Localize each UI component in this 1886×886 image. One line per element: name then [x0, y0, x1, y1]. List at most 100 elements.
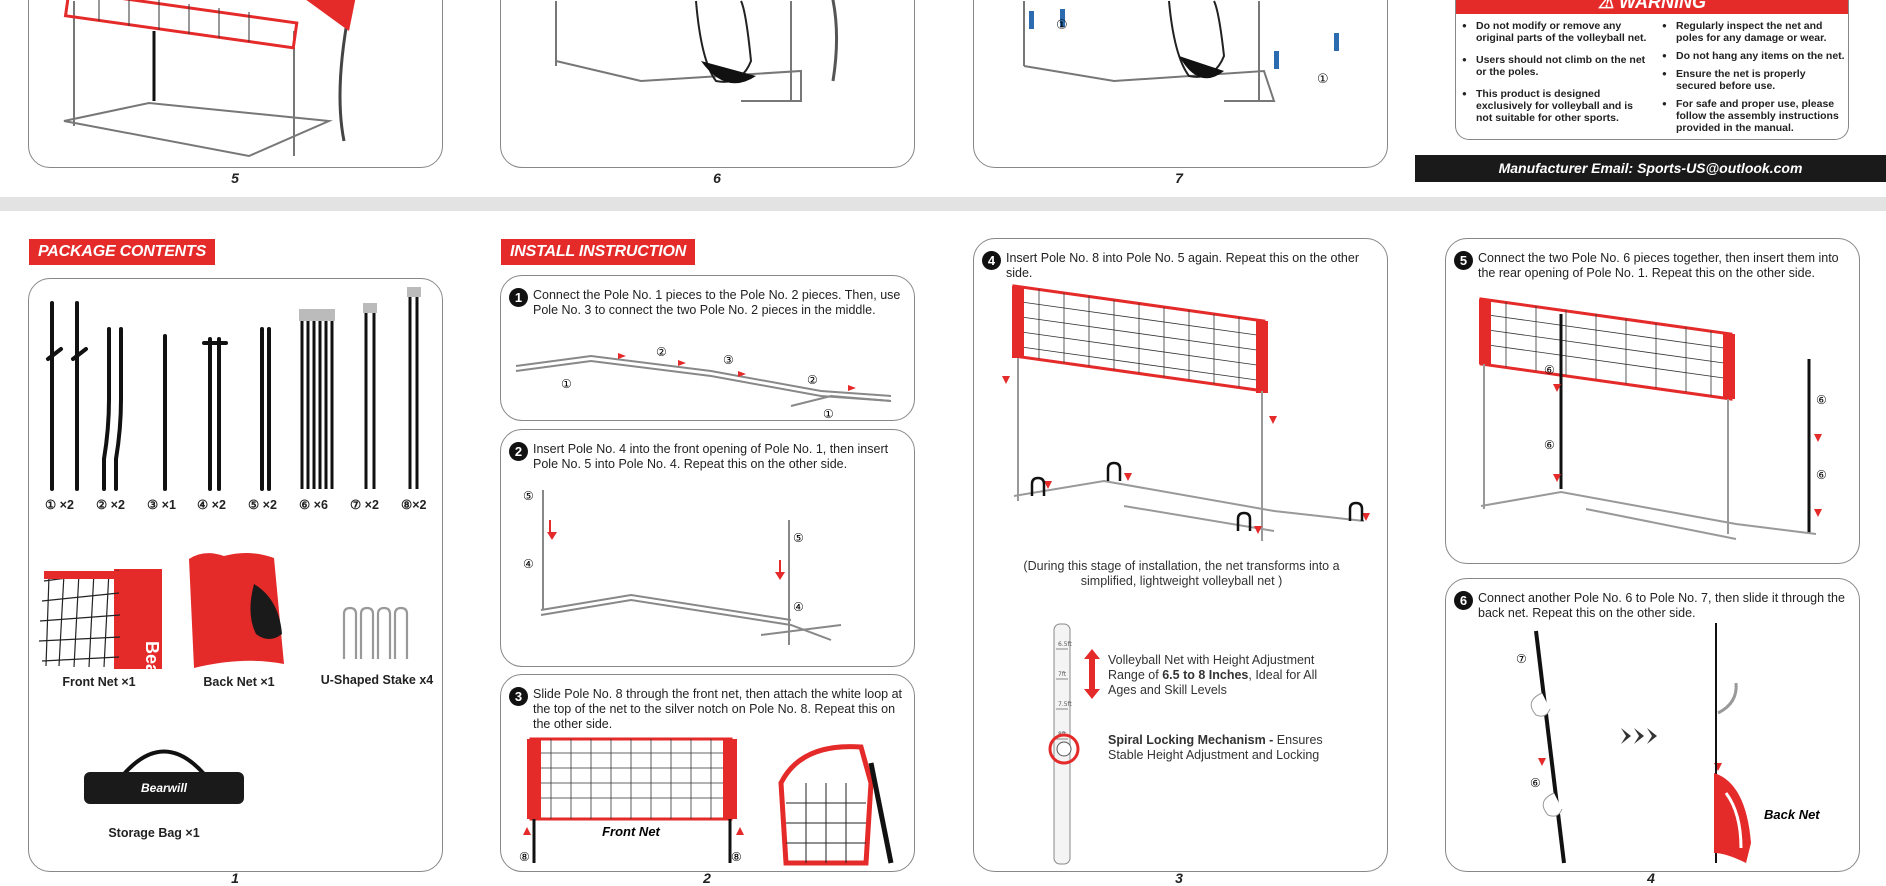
ruler-tick: 7.5ft: [1058, 701, 1073, 708]
step-number-badge: 6: [1454, 591, 1473, 610]
pole-label: ③ ×1: [147, 498, 176, 512]
pole-labels: ① ×2 ② ×2 ③ ×1 ④ ×2 ⑤ ×2 ⑥ ×6 ⑦ ×2 ⑧×2: [43, 497, 442, 515]
warning-item: For safe and proper use, please follow t…: [1662, 98, 1846, 134]
warning-item: Users should not climb on the net or the…: [1462, 54, 1648, 78]
svg-text:Bea: Bea: [142, 641, 162, 671]
manufacturer-email: Manufacturer Email: Sports-US@outlook.co…: [1415, 155, 1886, 182]
step-text: Connect another Pole No. 6 to Pole No. 7…: [1478, 591, 1845, 620]
panel-6: [500, 0, 915, 168]
svg-text:①: ①: [1317, 72, 1329, 87]
panel-number: 3: [1175, 870, 1183, 886]
warning-item: Do not modify or remove any original par…: [1462, 20, 1648, 44]
step-1-card: 1 Connect the Pole No. 1 pieces to the P…: [500, 275, 915, 421]
step-4-note: (During this stage of installation, the …: [1023, 559, 1340, 588]
step-text: Connect the two Pole No. 6 pieces togeth…: [1478, 251, 1839, 280]
pole-label: ④ ×2: [197, 498, 226, 512]
step-4-card: 4 Insert Pole No. 8 into Pole No. 5 agai…: [973, 238, 1388, 872]
panel-number: 1: [231, 870, 239, 886]
svg-text:⑧: ⑧: [519, 850, 530, 864]
panel-number: 6: [713, 170, 721, 186]
panel-number: 5: [231, 170, 239, 186]
pole-label: ⑦ ×2: [350, 498, 379, 512]
warning-item: Do not hang any items on the net.: [1662, 50, 1846, 62]
pole-label: ② ×2: [96, 498, 125, 512]
back-net-slide-illustration: ⑦ ⑥ Back Net: [1516, 623, 1820, 864]
storage-bag-image: Bearwill: [84, 749, 244, 804]
feature-spiral-lock: Spiral Locking Mechanism - Ensures Stabl…: [1108, 733, 1343, 763]
package-contents-panel: ① ×2 ② ×2 ③ ×1 ④ ×2 ⑤ ×2 ⑥ ×6 ⑦ ×2 ⑧×2 B…: [28, 278, 443, 872]
step-3-card: 3 Slide Pole No. 8 through the front net…: [500, 674, 915, 872]
warning-list-left: Do not modify or remove any original par…: [1462, 20, 1648, 134]
feature-highlight: 6.5 to 8 Inches: [1162, 668, 1249, 682]
svg-text:⑦: ⑦: [1516, 652, 1527, 666]
package-item-label: U-Shaped Stake x4: [320, 673, 434, 687]
svg-text:⑥: ⑥: [1816, 468, 1827, 482]
step-number-badge: 2: [509, 442, 528, 461]
svg-text:⑤: ⑤: [793, 531, 804, 545]
step-text: Slide Pole No. 8 through the front net, …: [533, 687, 902, 731]
panel-7: ① ①: [973, 0, 1388, 168]
frame-base-illustration: ① ② ③ ② ①: [515, 345, 892, 421]
step-text: Insert Pole No. 8 into Pole No. 5 again.…: [1006, 251, 1359, 280]
package-contents-title: PACKAGE CONTENTS: [29, 239, 216, 265]
svg-text:②: ②: [656, 345, 667, 359]
step-6-card: 6 Connect another Pole No. 6 to Pole No.…: [1445, 578, 1860, 872]
feature-highlight: Spiral Locking Mechanism -: [1108, 733, 1274, 747]
package-item-label: Front Net ×1: [62, 675, 136, 689]
net-assembly-illustration-7: ① ①: [1023, 0, 1339, 102]
front-net-slide-illustration: ⑧ ⑧ Front Net: [519, 737, 894, 866]
svg-text:①: ①: [1056, 18, 1068, 33]
warning-list-right: Regularly inspect the net and poles for …: [1662, 20, 1846, 144]
panel-5: [28, 0, 443, 168]
ruler-tick: 7ft: [1058, 671, 1067, 678]
poles-illustration: [46, 287, 421, 491]
panel-number: 2: [703, 870, 711, 886]
svg-text:④: ④: [793, 600, 804, 614]
back-net-image: [189, 552, 284, 668]
pole-label: ⑧×2: [401, 498, 427, 512]
poles-4-5-illustration: ⑤ ④ ⑤ ④: [523, 489, 842, 645]
step-2-card: 2 Insert Pole No. 4 into the front openi…: [500, 429, 915, 667]
svg-text:②: ②: [807, 373, 818, 387]
step-text: Insert Pole No. 4 into the front opening…: [533, 442, 889, 471]
feature-text: , Ideal for All Ages and Skill Levels: [1108, 668, 1318, 697]
svg-text:⑥: ⑥: [1544, 438, 1555, 452]
net-assembly-illustration-5: [63, 0, 356, 158]
svg-text:①: ①: [561, 377, 572, 391]
step-number-badge: 4: [982, 251, 1001, 270]
warning-item: Regularly inspect the net and poles for …: [1662, 20, 1846, 44]
pole-label: ① ×2: [45, 498, 74, 512]
front-net-label: Front Net: [602, 824, 660, 839]
section-divider: [0, 197, 1886, 211]
svg-text:⑧: ⑧: [731, 850, 742, 864]
svg-text:⑥: ⑥: [1530, 776, 1541, 790]
panel-number: 7: [1175, 170, 1183, 186]
panel-number: 4: [1647, 870, 1655, 886]
pole-label: ⑥ ×6: [299, 498, 328, 512]
step-number-badge: 5: [1454, 251, 1473, 270]
net-assembly-illustration-6: [555, 0, 839, 102]
rear-poles-illustration: ⑥ ⑥ ⑥ ⑥: [1479, 297, 1827, 540]
svg-text:⑤: ⑤: [523, 489, 534, 503]
svg-text:①: ①: [823, 407, 834, 421]
ruler-tick: 6.5ft: [1058, 641, 1073, 648]
package-item-label: Storage Bag ×1: [108, 826, 200, 840]
step-number-badge: 1: [509, 288, 528, 307]
net-mounted-illustration: [1002, 284, 1370, 541]
height-ruler-illustration: 6.5ft 7ft 7.5ft 8ft: [1048, 623, 1100, 865]
install-instruction-title: INSTALL INSTRUCTION: [501, 239, 696, 265]
step-number-badge: 3: [509, 687, 528, 706]
bag-brand: Bearwill: [141, 781, 188, 795]
svg-text:⑥: ⑥: [1544, 363, 1555, 377]
warning-item: This product is designed exclusively for…: [1462, 88, 1648, 124]
front-net-image: Bea: [38, 569, 162, 671]
feature-height-adjustment: Volleyball Net with Height Adjustment Ra…: [1108, 653, 1338, 698]
package-item-label: Back Net ×1: [203, 675, 275, 689]
svg-text:③: ③: [723, 353, 734, 367]
pole-label: ⑤ ×2: [248, 498, 277, 512]
u-shaped-stakes-image: [342, 606, 409, 659]
svg-text:④: ④: [523, 557, 534, 571]
svg-text:⑥: ⑥: [1816, 393, 1827, 407]
step-text: Connect the Pole No. 1 pieces to the Pol…: [533, 288, 901, 317]
back-net-label: Back Net: [1764, 807, 1820, 822]
